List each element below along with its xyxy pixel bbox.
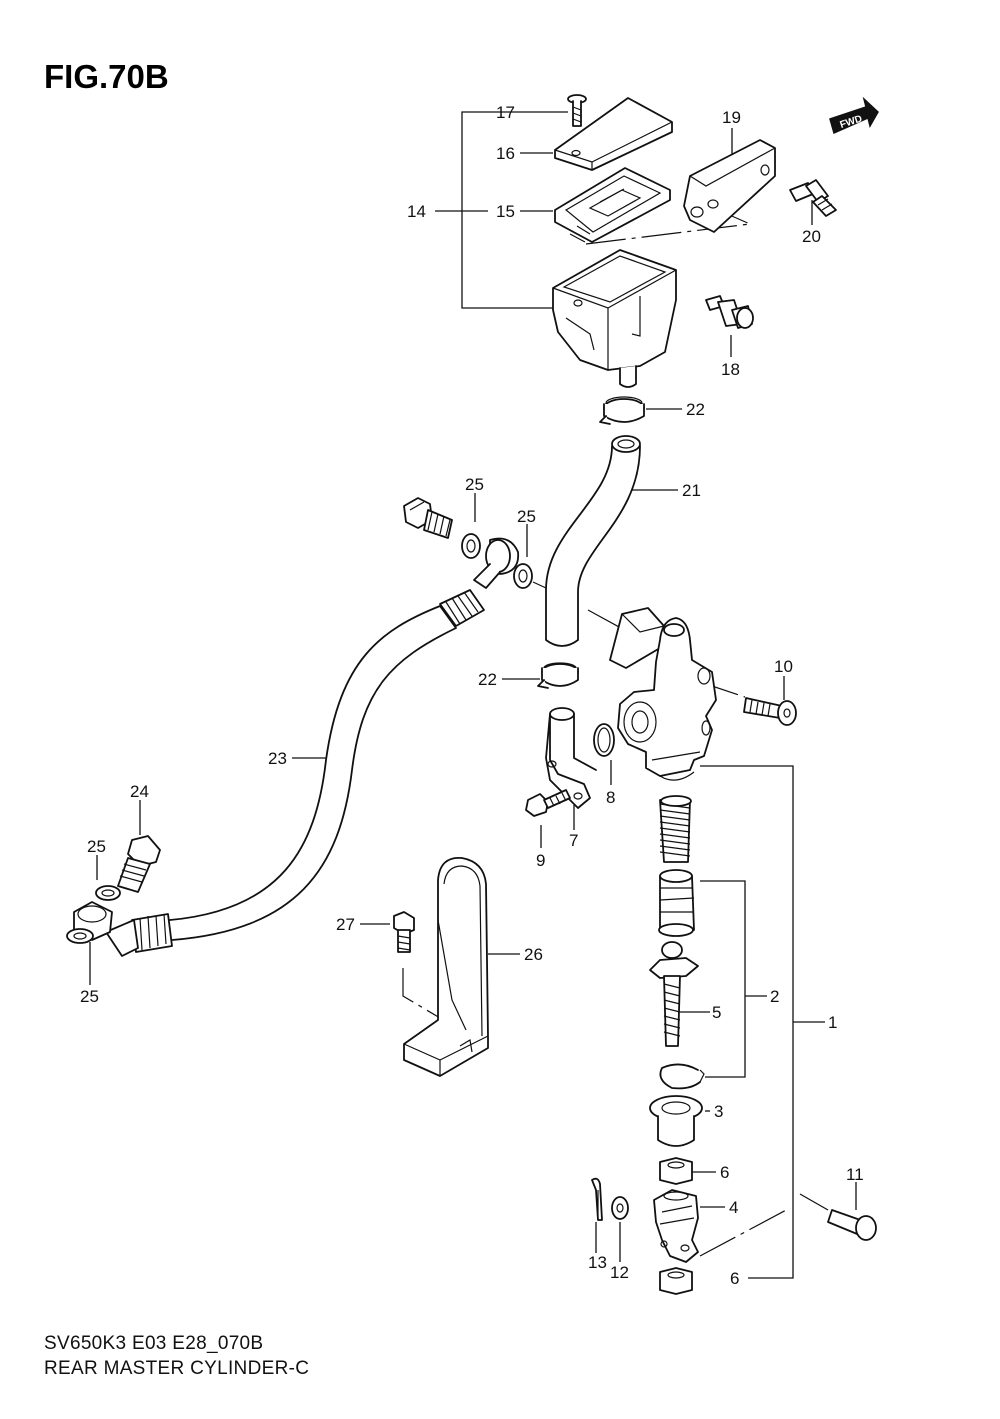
circlip-part: [659, 1063, 705, 1090]
hose-guide-bracket-part: [403, 857, 489, 1077]
callout-14: 14: [407, 202, 426, 221]
callout-5: 5: [712, 1003, 721, 1022]
clevis-part: [653, 1189, 699, 1263]
screw-part: [567, 94, 587, 127]
callout-8: 8: [606, 788, 615, 807]
o-ring-part: [593, 723, 615, 757]
callout-1: 1: [828, 1013, 837, 1032]
sealing-washer-part: [95, 885, 121, 901]
callout-16: 16: [496, 144, 515, 163]
callout-11: 11: [846, 1165, 864, 1184]
washer-part: [611, 1196, 629, 1220]
cotter-pin-part: [591, 1177, 603, 1221]
diaphragm-part: [554, 167, 671, 243]
callout-12: 12: [610, 1263, 629, 1282]
spring-part: [659, 795, 692, 863]
callout-22-top: 22: [686, 400, 705, 419]
callout-26: 26: [524, 945, 543, 964]
fwd-arrow: FWD: [829, 96, 879, 135]
callout-3: 3: [714, 1102, 723, 1121]
bolt-part: [789, 179, 837, 217]
hose-connector-part: [545, 707, 597, 809]
callout-9: 9: [536, 851, 545, 870]
callout-6-upper: 6: [720, 1163, 729, 1182]
callout-25-c: 25: [87, 837, 106, 856]
callout-19: 19: [722, 108, 741, 127]
banjo-bolt-part: [403, 497, 453, 539]
mounting-bracket-part: [683, 139, 776, 233]
sealing-washer-part: [513, 563, 533, 589]
master-cylinder-body-part: [609, 607, 717, 781]
callout-18: 18: [721, 360, 740, 379]
figure-title: FIG.70B: [44, 58, 169, 95]
callout-7: 7: [569, 831, 578, 850]
banjo-bolt-part: [117, 835, 161, 893]
banjo-fitting-part: [473, 537, 520, 589]
callout-15: 15: [496, 202, 515, 221]
reservoir-cap-part: [554, 97, 673, 171]
callout-labels: 17 16 14 15 19 20 18 22 21 25 25 10 22 2…: [80, 103, 864, 1288]
hose-clamp-part: [599, 396, 645, 425]
callout-27: 27: [336, 915, 355, 934]
callout-4: 4: [729, 1198, 738, 1217]
sealing-washer-part: [461, 533, 481, 559]
pushrod-part: [649, 941, 699, 1047]
footer-figure-name: REAR MASTER CYLINDER-C: [44, 1358, 310, 1379]
sealing-washer-part: [66, 928, 94, 944]
callout-2: 2: [770, 987, 779, 1006]
clevis-pin-part: [827, 1209, 877, 1241]
leader-lines: [89, 111, 857, 1279]
lock-nut-part: [659, 1157, 693, 1185]
bolt-part: [743, 697, 797, 726]
callout-6-lower: 6: [730, 1269, 739, 1288]
hose-clamp-part: [537, 662, 579, 689]
bolt-part: [705, 295, 754, 329]
reservoir-body-part: [552, 249, 677, 388]
brake-hose-part: [105, 589, 485, 957]
callout-17: 17: [496, 103, 515, 122]
piston-part: [658, 869, 695, 937]
callout-20: 20: [802, 227, 821, 246]
callout-25-b: 25: [517, 507, 536, 526]
footer-figure-code: SV650K3 E03 E28_070B: [44, 1333, 264, 1354]
callout-25-a: 25: [465, 475, 484, 494]
callout-25-d: 25: [80, 987, 99, 1006]
callout-13: 13: [588, 1253, 607, 1272]
bolt-part: [525, 789, 571, 817]
dust-boot-part: [649, 1095, 703, 1147]
reservoir-hose-part: [545, 435, 641, 647]
callout-21: 21: [682, 481, 701, 500]
bolt-part: [393, 911, 415, 953]
callout-10: 10: [774, 657, 793, 676]
callout-24: 24: [130, 782, 149, 801]
callout-23: 23: [268, 749, 287, 768]
callout-22-lower: 22: [478, 670, 497, 689]
lock-nut-part: [659, 1267, 693, 1295]
